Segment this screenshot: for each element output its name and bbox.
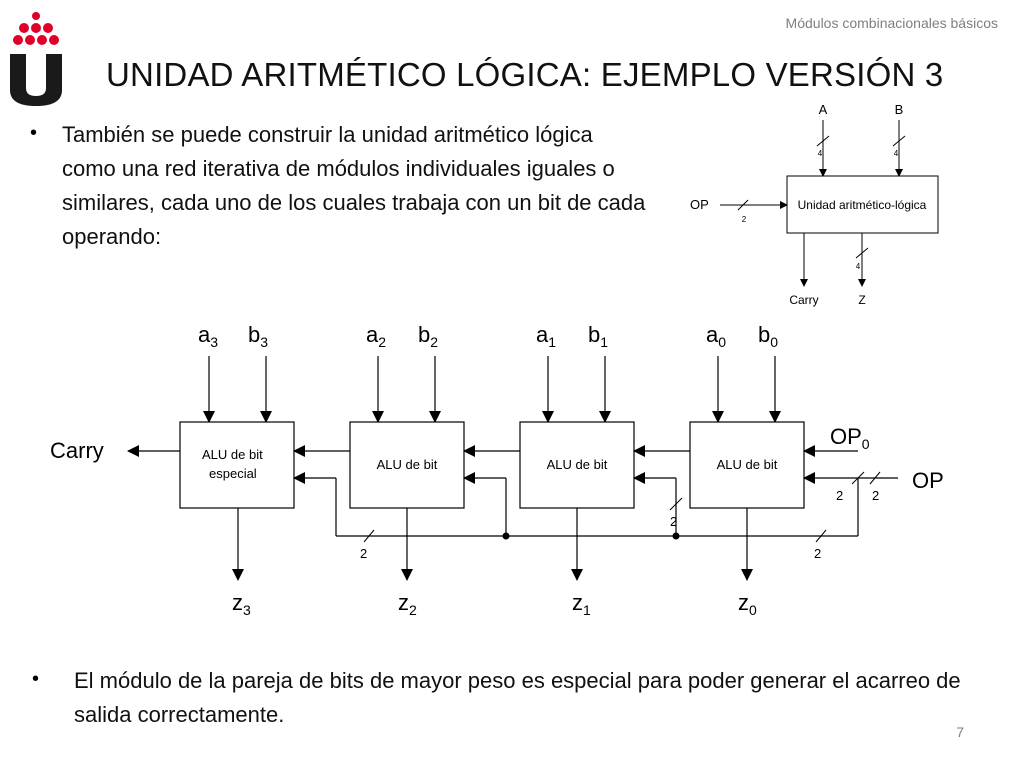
bus-width-op-block-1: 2 bbox=[670, 514, 677, 529]
alu-block-1 bbox=[519, 421, 635, 509]
bus-slash-op-block-1 bbox=[669, 497, 683, 511]
z-bus-width: 4 bbox=[856, 262, 861, 271]
output-arrows bbox=[232, 508, 753, 581]
output-z0-label: z0 bbox=[738, 590, 757, 618]
alu-block-labels: ALU de bit especial ALU de bit ALU de bi… bbox=[202, 447, 778, 481]
op-bus-width: 2 bbox=[742, 215, 747, 224]
output-z2-label: z2 bbox=[398, 590, 417, 618]
input-a2-label: a2 bbox=[366, 322, 386, 350]
logo-letter-u bbox=[10, 54, 62, 106]
bus-slash-op-return-right bbox=[815, 529, 827, 543]
alu-block-3 bbox=[179, 421, 295, 509]
bus-width-op-return-right: 2 bbox=[814, 546, 821, 561]
alu-block-2 bbox=[349, 421, 465, 509]
bus-width-a: 4 bbox=[818, 149, 823, 158]
alu-block bbox=[786, 175, 939, 234]
alu-block-3-label-line1: ALU de bit bbox=[202, 447, 263, 462]
input-arrows bbox=[203, 356, 781, 423]
input-labels: a3 b3 a2 b2 a1 b1 a0 b0 bbox=[198, 322, 778, 350]
alu-block-3-label-line2: especial bbox=[209, 466, 257, 481]
iterative-alu-diagram: a3 b3 a2 b2 a1 b1 a0 b0 ALU de bit espec… bbox=[50, 322, 944, 618]
bus-slash-op-vertical bbox=[851, 471, 865, 485]
alu-block-0-label: ALU de bit bbox=[717, 457, 778, 472]
output-labels: z3 z2 z1 z0 bbox=[232, 590, 757, 618]
input-a1-label: a1 bbox=[536, 322, 556, 350]
header-note: Módulos combinacionales básicos bbox=[785, 15, 998, 31]
bus-width-marks bbox=[363, 471, 881, 543]
input-a3-label: a3 bbox=[198, 322, 218, 350]
alu-block-0 bbox=[689, 421, 805, 509]
alu-block-diagram: A B 4 4 Unidad aritmético-lógica OP 2 4 … bbox=[690, 102, 939, 307]
input-b3-label: b3 bbox=[248, 322, 268, 350]
bullet-text-2: El módulo de la pareja de bits de mayor … bbox=[74, 668, 961, 727]
bus-slash-b bbox=[892, 135, 906, 147]
bullet-marker: • bbox=[30, 122, 38, 144]
bus-width-op-vertical: 2 bbox=[836, 488, 843, 503]
bus-slash-op-in bbox=[869, 471, 881, 485]
university-logo bbox=[10, 12, 62, 106]
carry-label: Carry bbox=[50, 438, 104, 463]
bus-slash-op-return-left bbox=[363, 529, 375, 543]
bullet-marker: • bbox=[32, 668, 40, 690]
z-output-label: Z bbox=[858, 293, 865, 307]
bus-width-op-return-left: 2 bbox=[360, 546, 367, 561]
output-z3-label: z3 bbox=[232, 590, 251, 618]
alu-block-1-label: ALU de bit bbox=[547, 457, 608, 472]
op-bus-junction-1 bbox=[502, 532, 510, 540]
input-a0-label: a0 bbox=[706, 322, 726, 350]
input-b0-label: b0 bbox=[758, 322, 778, 350]
bullet-text-1: También se puede construir la unidad ari… bbox=[62, 122, 646, 249]
alu-block-2-label: ALU de bit bbox=[377, 457, 438, 472]
bus-width-op-in: 2 bbox=[872, 488, 879, 503]
page-number: 7 bbox=[956, 724, 964, 740]
bus-slash-a bbox=[816, 135, 830, 147]
op-bus bbox=[293, 472, 898, 537]
input-b2-label: b2 bbox=[418, 322, 438, 350]
op-bus-slash bbox=[737, 199, 749, 211]
op-label: OP bbox=[912, 468, 944, 493]
alu-blocks bbox=[179, 421, 805, 509]
input-b1-label: b1 bbox=[588, 322, 608, 350]
logo-crown bbox=[13, 12, 59, 45]
output-z1-label: z1 bbox=[572, 590, 591, 618]
op0-label: OP0 bbox=[830, 424, 870, 452]
z-bus-slash bbox=[855, 247, 869, 259]
op-label: OP bbox=[690, 197, 709, 212]
bus-width-b: 4 bbox=[894, 149, 899, 158]
bus-width-labels: 2 2 2 2 2 bbox=[360, 488, 879, 561]
op-bus-junction-2 bbox=[672, 532, 680, 540]
carry-output-label: Carry bbox=[789, 293, 818, 307]
alu-block-label: Unidad aritmético-lógica bbox=[798, 198, 927, 212]
page-title: UNIDAD ARITMÉTICO LÓGICA: EJEMPLO VERSIÓ… bbox=[106, 56, 944, 93]
input-b-label: B bbox=[895, 102, 904, 117]
input-a-label: A bbox=[819, 102, 828, 117]
